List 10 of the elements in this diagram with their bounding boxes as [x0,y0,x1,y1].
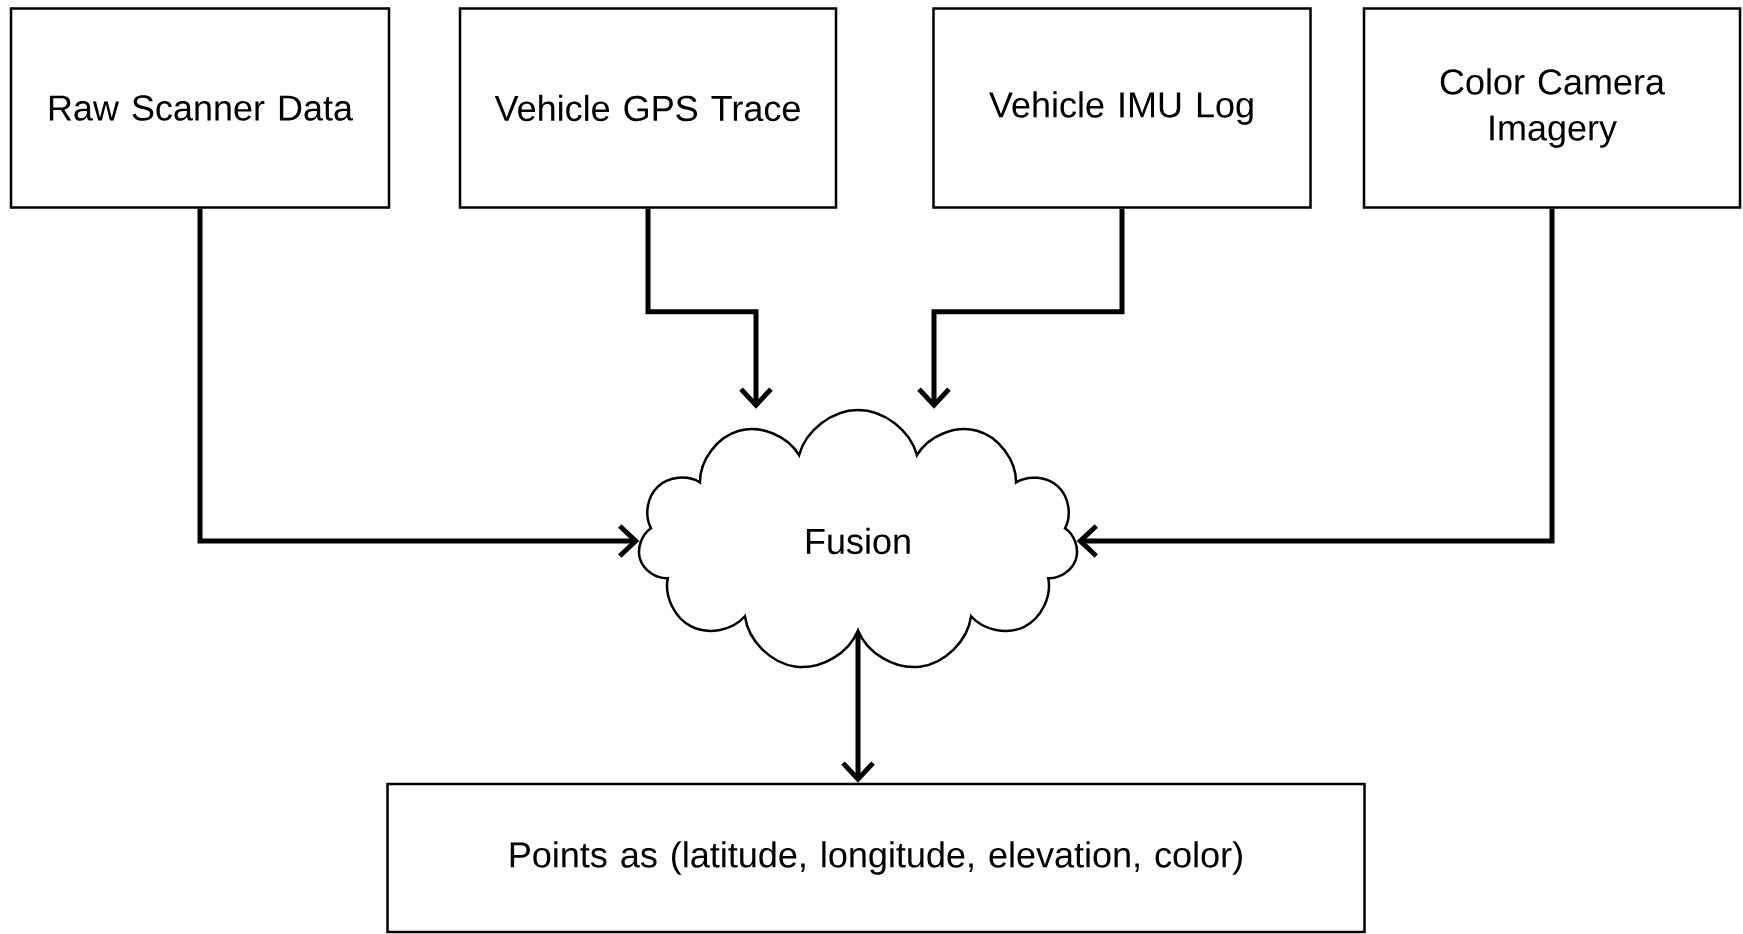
process-box: Raw Scanner Data [9,7,391,209]
arrow [1076,208,1555,558]
process-box: Vehicle IMU Log [932,7,1312,209]
process-box: Points as (latitude, longitude, elevation, color) [386,782,1366,934]
process-box: Vehicle GPS Trace [458,7,838,209]
arrow [645,208,773,409]
process-cloud: Fusion [637,408,1079,669]
arrow [917,208,1125,409]
process-box: Color Camera Imagery [1362,7,1742,209]
arrow [197,208,640,558]
